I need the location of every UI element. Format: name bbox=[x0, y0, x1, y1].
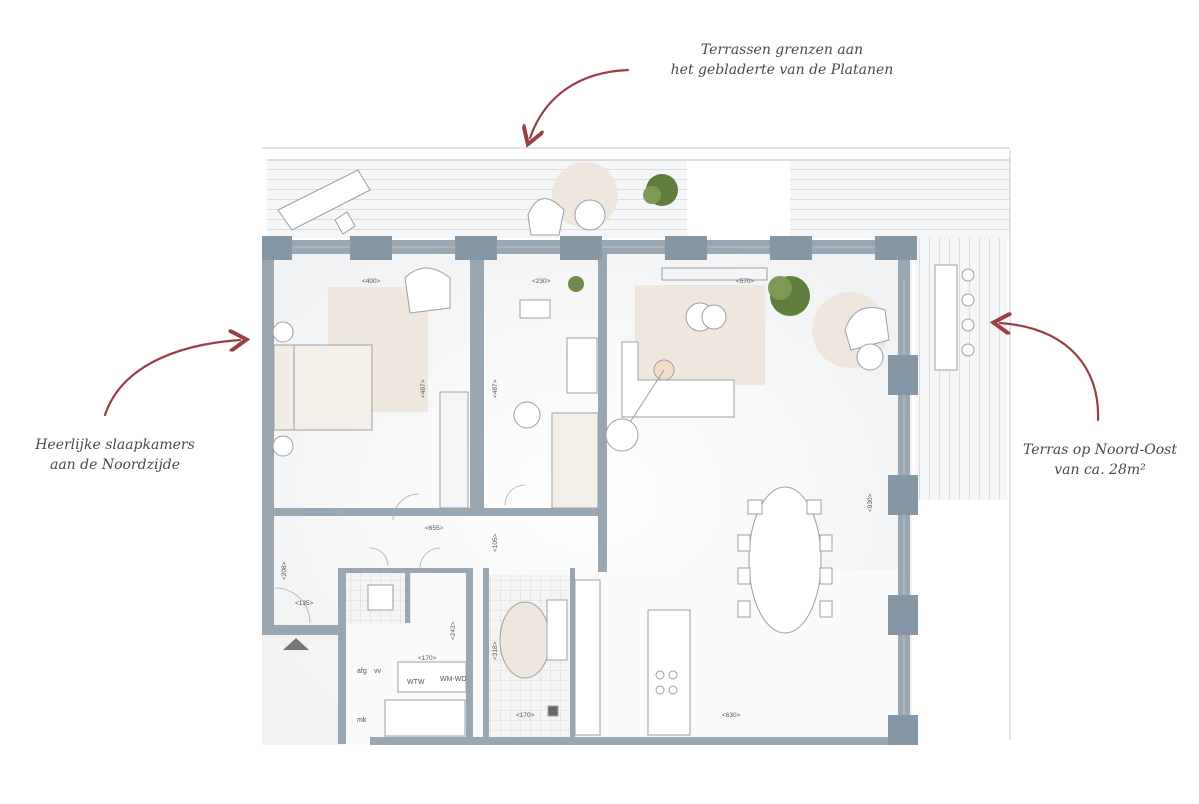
arrow-terrace-ne bbox=[1000, 323, 1100, 422]
label-wtw: WTW bbox=[407, 679, 425, 686]
bathroom bbox=[367, 584, 568, 737]
label-afg: afg bbox=[357, 668, 367, 675]
label-vv: vv bbox=[374, 668, 382, 675]
kitchen bbox=[574, 579, 691, 736]
dim-entry-width: <135> bbox=[295, 600, 314, 607]
callout-bedrooms-line-2: aan de Noordzijde bbox=[49, 457, 181, 473]
dimension-labels: <400> <487> <230> <487> <570> <930> <655… bbox=[281, 278, 874, 719]
label-wmwd: WM-WD bbox=[440, 676, 466, 683]
entrance-marker bbox=[283, 638, 309, 650]
terrace-north-east bbox=[915, 150, 1011, 740]
callout-terrace-ne: Terras op Noord-Oost van ca. 28m² bbox=[1010, 440, 1190, 480]
dim-entry-depth: <208> bbox=[281, 561, 288, 580]
callout-terraces-line-1: Terrassen grenzen aan bbox=[700, 42, 864, 58]
terrace-furniture bbox=[277, 169, 975, 371]
dim-bath-depth: <318> bbox=[492, 641, 499, 660]
wall-columns bbox=[262, 236, 918, 745]
dining-table bbox=[737, 486, 833, 634]
callout-bedrooms-line-1: Heerlijke slaapkamers bbox=[35, 437, 195, 453]
doors bbox=[274, 484, 526, 624]
dim-hall-width: <655> bbox=[425, 525, 444, 532]
room-labels: afg vv mk WTW WM-WD bbox=[357, 668, 466, 724]
dim-bed1-width: <400> bbox=[362, 278, 381, 285]
callout-arrows bbox=[103, 68, 1100, 422]
dim-bed2-width: <230> bbox=[532, 278, 551, 285]
dim-utility-depth: <243> bbox=[450, 621, 457, 640]
arrow-bedrooms bbox=[103, 340, 240, 417]
dim-utility-width: <170> bbox=[418, 655, 437, 662]
callout-terrace-ne-line-2: van ca. 28m² bbox=[1054, 462, 1146, 478]
callout-terraces: Terrassen grenzen aan het gebladerte van… bbox=[662, 40, 902, 80]
callout-terraces-line-2: het gebladerte van de Platanen bbox=[670, 62, 894, 78]
dim-bath-width: <170> bbox=[516, 712, 535, 719]
terrace-north bbox=[262, 147, 1010, 238]
callout-bedrooms: Heerlijke slaapkamers aan de Noordzijde bbox=[20, 435, 210, 475]
dim-bed1-depth: <487> bbox=[420, 379, 427, 398]
bedroom-2 bbox=[513, 276, 599, 509]
windows bbox=[292, 246, 905, 715]
arrow-terraces bbox=[530, 68, 630, 138]
dim-hall-depth: <105> bbox=[492, 533, 499, 552]
living-room bbox=[605, 267, 890, 452]
dim-bed2-depth: <487> bbox=[492, 379, 499, 398]
label-mk: mk bbox=[357, 717, 367, 724]
dim-living-depth: <930> bbox=[867, 493, 874, 512]
dim-living-width: <570> bbox=[736, 278, 755, 285]
bedroom-1 bbox=[272, 267, 469, 509]
callout-terrace-ne-line-1: Terras op Noord-Oost bbox=[1023, 442, 1177, 458]
dim-kitchen-width: <630> bbox=[722, 712, 741, 719]
